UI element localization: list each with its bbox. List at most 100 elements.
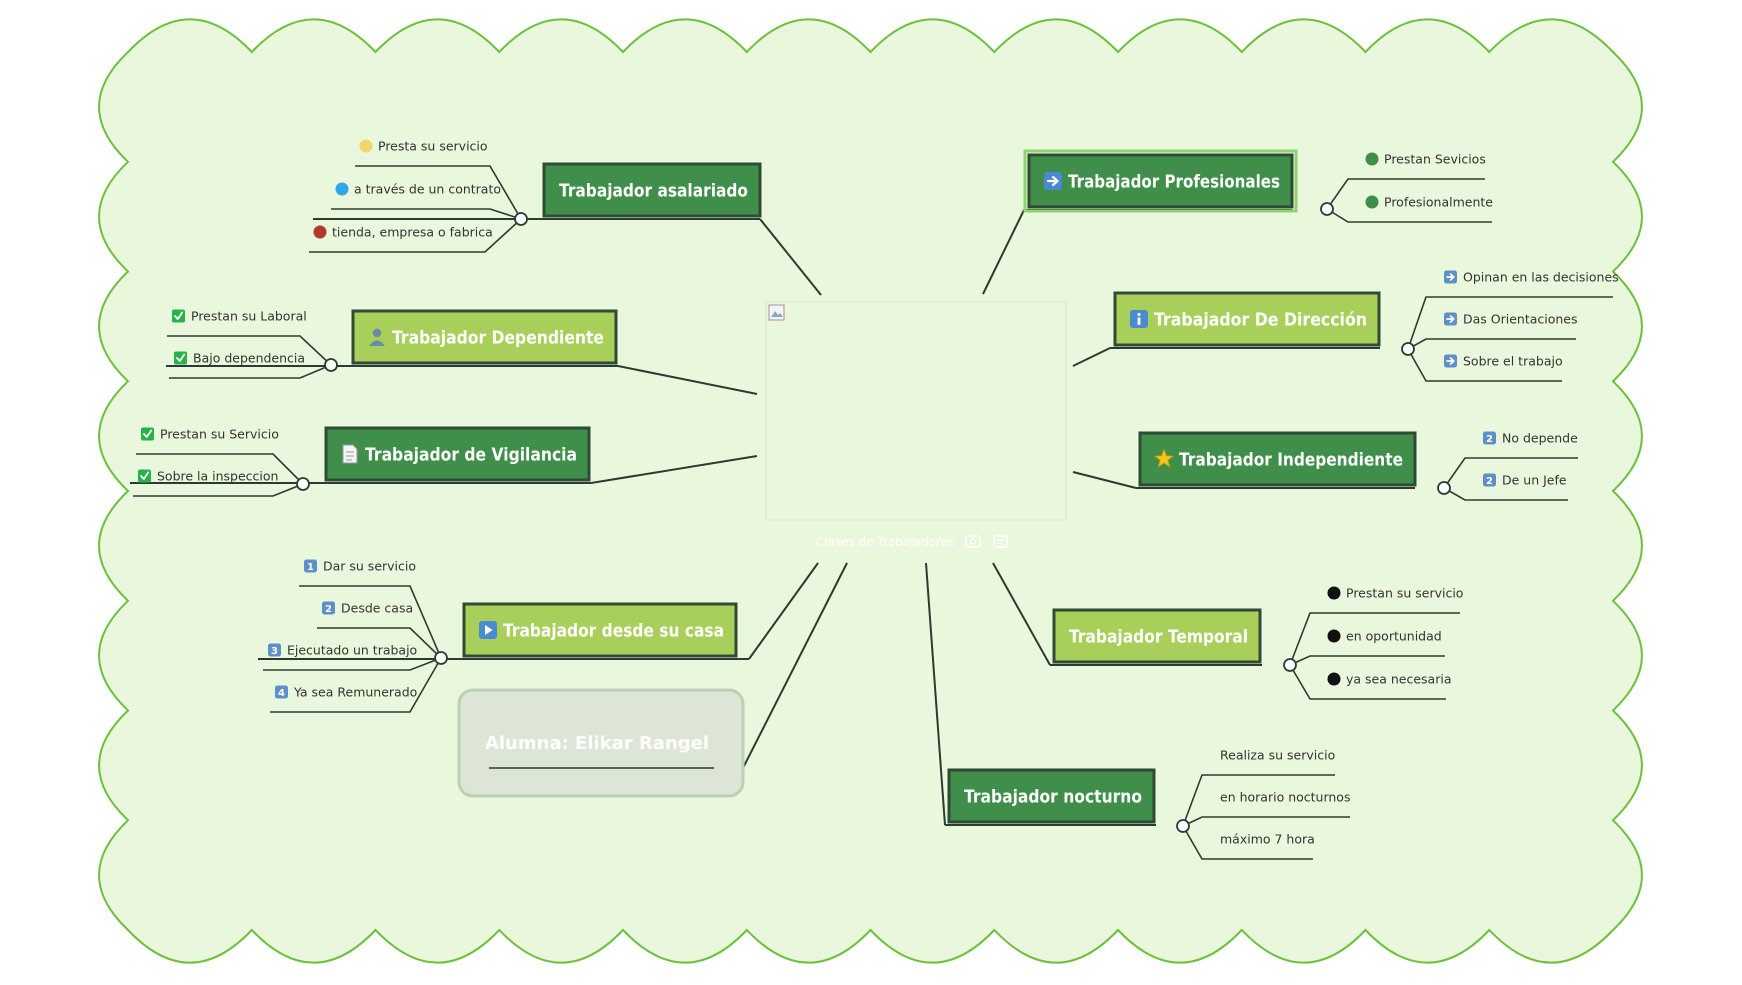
subtopic-label: Prestan su Laboral bbox=[191, 309, 307, 324]
subtopic-label: máximo 7 hora bbox=[1220, 832, 1315, 847]
yellow-dot bbox=[359, 139, 373, 153]
arrow-right-icon bbox=[1444, 270, 1457, 284]
branch-line bbox=[270, 657, 442, 713]
topic-label: Trabajador Independiente bbox=[1179, 450, 1403, 471]
branch-line bbox=[355, 165, 522, 220]
branch-line bbox=[136, 453, 304, 485]
collapse-toggle[interactable] bbox=[324, 358, 338, 372]
subtopic-item[interactable]: máximo 7 hora bbox=[1220, 832, 1315, 847]
branch-line bbox=[1289, 664, 1446, 700]
subtopic-item[interactable]: Bajo dependencia bbox=[174, 351, 305, 366]
collapse-toggle[interactable] bbox=[514, 212, 528, 226]
subtopic-label: ya sea necesaria bbox=[1346, 672, 1452, 687]
branch-line bbox=[1443, 457, 1578, 489]
subtopic-label: Ya sea Remunerado bbox=[293, 685, 417, 700]
subtopic-item[interactable]: Realiza su servicio bbox=[1220, 748, 1335, 763]
topic-label: Trabajador de Vigilancia bbox=[365, 445, 577, 466]
subtopic-item[interactable]: ya sea necesaria bbox=[1327, 672, 1452, 687]
subtopic-item[interactable]: Prestan Sevicios bbox=[1365, 152, 1486, 167]
topic-temporal[interactable]: Trabajador Temporal bbox=[1052, 608, 1262, 664]
subtopic-label: Realiza su servicio bbox=[1220, 748, 1335, 763]
topic-dependiente[interactable]: Trabajador Dependiente bbox=[351, 309, 618, 365]
topic-box bbox=[324, 426, 591, 482]
collapse-toggle[interactable] bbox=[1176, 819, 1190, 833]
number-2-icon: 2 bbox=[1483, 473, 1496, 487]
subtopic-item[interactable]: Das Orientaciones bbox=[1444, 312, 1578, 327]
student-topic[interactable]: Alumna: Elikar Rangel bbox=[457, 688, 745, 798]
central-image-frame bbox=[765, 301, 1067, 521]
note-icon[interactable] bbox=[993, 535, 1008, 548]
subtopic-item[interactable]: en oportunidad bbox=[1327, 629, 1442, 644]
black-dot bbox=[1327, 629, 1341, 643]
branch-line bbox=[1289, 612, 1460, 666]
topic-direccion[interactable]: Trabajador De Dirección bbox=[1113, 291, 1381, 347]
subtopic-item[interactable]: Prestan su Laboral bbox=[172, 309, 307, 324]
subtopic-label: Prestan su Servicio bbox=[160, 427, 279, 442]
branch-line bbox=[1326, 208, 1492, 223]
subtopic-item[interactable]: Profesionalmente bbox=[1365, 195, 1494, 210]
subtopic-item[interactable]: Sobre la inspeccion bbox=[138, 469, 278, 484]
collapse-toggle[interactable] bbox=[1437, 481, 1451, 495]
collapse-toggle[interactable] bbox=[434, 651, 448, 665]
topic-box bbox=[542, 162, 762, 218]
subtopic-label: Profesionalmente bbox=[1384, 195, 1493, 210]
svg-text:2: 2 bbox=[1486, 476, 1493, 487]
central-topic[interactable]: Clases de Trabajadores bbox=[765, 301, 1067, 549]
arrow-right-icon bbox=[1044, 172, 1062, 190]
subtopic-label: Prestan Sevicios bbox=[1384, 152, 1486, 167]
number-2-icon: 2 bbox=[1483, 431, 1496, 445]
play-icon bbox=[479, 621, 497, 639]
subtopic-label: Opinan en las decisiones bbox=[1463, 270, 1619, 285]
person-icon bbox=[369, 328, 385, 346]
svg-text:4: 4 bbox=[278, 688, 285, 699]
topic-casa[interactable]: Trabajador desde su casa bbox=[462, 602, 738, 658]
topic-box bbox=[351, 309, 618, 365]
collapse-toggle[interactable] bbox=[296, 477, 310, 491]
connector-student bbox=[742, 562, 848, 769]
subtopic-item[interactable]: Presta su servicio bbox=[359, 139, 488, 154]
subtopic-item[interactable]: 2 No depende bbox=[1483, 431, 1578, 446]
branch-line bbox=[133, 483, 304, 497]
subtopic-item[interactable]: 4 Ya sea Remunerado bbox=[275, 685, 417, 700]
student-box bbox=[457, 688, 745, 798]
subtopic-item[interactable]: en horario nocturnos bbox=[1220, 790, 1350, 805]
subtopic-item[interactable]: Prestan su Servicio bbox=[141, 427, 279, 442]
subtopic-label: a través de un contrato bbox=[354, 182, 501, 197]
svg-text:2: 2 bbox=[1486, 434, 1493, 445]
connector-independiente bbox=[1072, 471, 1137, 489]
topic-label: Trabajador asalariado bbox=[559, 181, 748, 202]
svg-text:3: 3 bbox=[271, 646, 278, 657]
green-dot bbox=[1365, 152, 1379, 166]
topic-vigilancia[interactable]: Trabajador de Vigilancia bbox=[324, 426, 591, 482]
subtopic-item[interactable]: tienda, empresa o fabrica bbox=[313, 225, 493, 240]
subtopic-label: Prestan su servicio bbox=[1346, 586, 1463, 601]
topic-asalariado[interactable]: Trabajador asalariado bbox=[542, 162, 762, 218]
subtopic-item[interactable]: Prestan su servicio bbox=[1327, 586, 1464, 601]
central-caption: Clases de Trabajadores bbox=[816, 535, 954, 549]
collapse-toggle[interactable] bbox=[1283, 658, 1297, 672]
black-dot bbox=[1327, 672, 1341, 686]
image-icon[interactable] bbox=[965, 535, 981, 548]
connector-vigilancia bbox=[590, 455, 758, 484]
collapse-toggle[interactable] bbox=[1401, 342, 1415, 356]
subtopic-label: Dar su servicio bbox=[323, 559, 416, 574]
collapse-toggle[interactable] bbox=[1320, 202, 1334, 216]
topic-profesionales[interactable]: Trabajador Profesionales bbox=[1023, 149, 1298, 213]
subtopic-label: No depende bbox=[1502, 431, 1578, 446]
broken-image-icon bbox=[768, 304, 785, 321]
subtopic-item[interactable]: Sobre el trabajo bbox=[1444, 354, 1563, 369]
subtopic-item[interactable]: a través de un contrato bbox=[335, 182, 502, 197]
connector-asalariado bbox=[759, 218, 822, 296]
info-icon bbox=[1130, 310, 1148, 328]
topic-nocturno[interactable]: Trabajador nocturno bbox=[947, 768, 1156, 824]
topic-box bbox=[462, 602, 738, 658]
blue-dot bbox=[335, 182, 349, 196]
topic-independiente[interactable]: Trabajador Independiente bbox=[1138, 431, 1417, 487]
subtopic-item[interactable]: Opinan en las decisiones bbox=[1444, 270, 1619, 285]
subtopic-label: en horario nocturnos bbox=[1220, 790, 1350, 805]
